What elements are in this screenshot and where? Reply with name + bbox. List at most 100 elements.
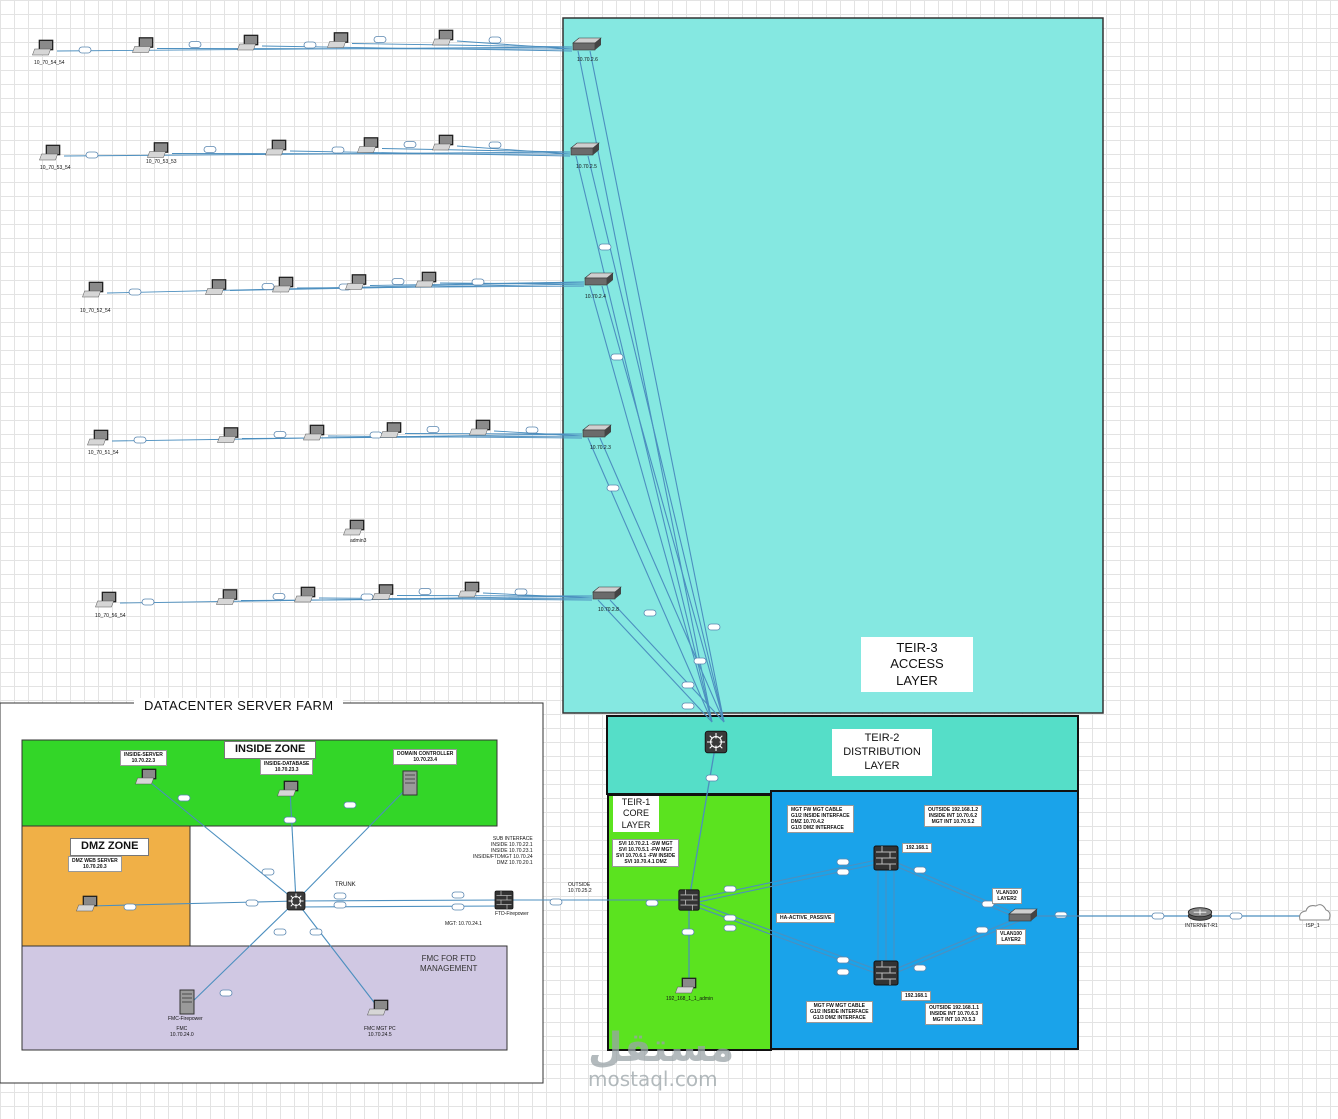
pc-icon[interactable] <box>371 584 394 600</box>
fw1-tr-1: OUTSIDE 192.168.1.2 <box>928 807 979 813</box>
uplink-port-7 <box>681 681 695 689</box>
standalone-pc-icon[interactable] <box>342 519 365 536</box>
pc-icon[interactable] <box>264 139 287 156</box>
dc-port-3 <box>343 801 357 809</box>
core-switch-icon[interactable] <box>678 889 700 911</box>
host-row4-label: 10_70_51_54 <box>88 450 119 456</box>
pc-icon[interactable] <box>379 422 402 438</box>
vlan-label-1: VLAN100 LAYER2 <box>992 888 1022 904</box>
fw-port-4 <box>836 858 850 866</box>
port-host-r3-2 <box>261 283 275 290</box>
dc-port-2 <box>283 816 297 824</box>
pc-icon[interactable] <box>38 144 61 161</box>
dc-link-3 <box>295 784 411 902</box>
access-sw4-ip: 10.70.2.3 <box>590 445 611 451</box>
pc-icon[interactable] <box>31 39 54 56</box>
uplink2-access-sw1 <box>589 50 725 723</box>
fw-port-1 <box>723 885 737 893</box>
dist-core-port <box>705 774 719 782</box>
fw2-br-3: MGT INT 10.70.5.3 <box>932 1017 976 1023</box>
internet-router-icon[interactable] <box>1187 907 1213 921</box>
access-switch-3-icon[interactable] <box>584 272 614 286</box>
pc-icon[interactable] <box>457 581 480 598</box>
fw-link-3 <box>885 857 1023 917</box>
core-info-block: SVI 10.70.2.1 -SW MGT SVI 10.70.5.1 -FW … <box>612 839 680 867</box>
access-switch-5-icon[interactable] <box>592 586 622 600</box>
access-layer-zone <box>562 17 1104 714</box>
port-host-r4-3 <box>369 431 383 439</box>
fw1-top-right-block: OUTSIDE 192.168.1.2 INSIDE INT 10.70.6.2… <box>924 805 983 827</box>
pc-icon[interactable] <box>468 419 491 436</box>
outside-line2: 10.70.25.2 <box>568 888 592 894</box>
dist-core-link <box>688 741 717 901</box>
pc-icon[interactable] <box>81 281 104 298</box>
fmc-server-icon[interactable] <box>179 989 195 1015</box>
inside-db-label: INSIDE-DATABASE 10.70.23.3 <box>260 759 314 775</box>
port-host-r4-2 <box>273 431 287 438</box>
pc-icon[interactable] <box>431 134 454 151</box>
dc-port-4 <box>261 868 275 876</box>
access-switch-2-icon[interactable] <box>570 142 600 156</box>
isp-cloud-icon[interactable] <box>1299 904 1331 921</box>
fw-port-9 <box>913 964 927 972</box>
fw1-tl-1: MGT FW MGT CABLE <box>791 807 843 813</box>
distribution-switch-icon[interactable] <box>704 730 728 754</box>
inside-server-ip: 10.70.22.3 <box>131 758 156 764</box>
pc-icon[interactable] <box>204 279 227 295</box>
pc-icon[interactable] <box>215 589 238 605</box>
tier3-label: TEIR-3 ACCESS LAYER <box>861 637 973 692</box>
uplink-port-1 <box>598 243 612 251</box>
port-host-r5-3 <box>360 593 374 601</box>
firewall-primary-icon[interactable] <box>873 845 899 871</box>
dmz-server-ip: 10.70.20.3 <box>83 864 107 870</box>
inside-db-ip: 10.70.23.3 <box>274 767 299 773</box>
firewall-secondary-icon[interactable] <box>873 960 899 986</box>
layer2-switch-icon[interactable] <box>1008 908 1038 922</box>
ftd-firewall-icon[interactable] <box>494 890 514 910</box>
core-info-1: SVI 10.70.2.1 -SW MGT <box>618 841 673 847</box>
fw-link-1 <box>688 857 887 901</box>
fw1-tl-4: G1/3 DMZ INTERFACE <box>791 825 844 831</box>
port-host-r3-1 <box>128 288 142 296</box>
fw1-tr-3: MGT INT 10.70.5.2 <box>931 819 975 825</box>
pc-icon[interactable] <box>94 591 117 608</box>
vlan2-line1: VLAN100 <box>1000 931 1022 937</box>
access-switch-1-icon[interactable] <box>572 37 602 51</box>
pc-icon[interactable] <box>356 137 379 153</box>
inside-server-name: INSIDE-SERVER <box>124 752 163 758</box>
fw-port-11 <box>975 926 989 934</box>
fmc-zone <box>21 945 508 1051</box>
subif-line3: INSIDE 10.70.23.1 <box>490 848 533 854</box>
access-sw1-ip: 10.70.2.6 <box>577 57 598 63</box>
port-host-r2-1 <box>85 151 99 159</box>
fmc-zone-line2: MANAGEMENT <box>420 964 478 973</box>
fmc-label: FMC 10.70.24.0 <box>170 1026 194 1038</box>
pc-icon[interactable] <box>326 32 349 48</box>
core-info-3: SVI 10.70.6.1 -FW INSIDE <box>616 853 676 859</box>
fw-port-8 <box>913 866 927 874</box>
core-info-4: SVI 10.70.4.1 DMZ <box>624 859 667 865</box>
domain-controller-icon[interactable] <box>402 770 418 796</box>
datacenter-switch-icon[interactable] <box>286 891 306 911</box>
uplink-port-3 <box>606 484 620 492</box>
port-host-r4-5 <box>525 426 539 434</box>
pc-icon[interactable] <box>431 29 454 46</box>
uplink2-access-sw4 <box>599 437 725 723</box>
uplink-port-8 <box>681 702 695 710</box>
fw2-bl-1: MGT FW MGT CABLE <box>813 1003 865 1009</box>
access-switch-4-icon[interactable] <box>582 424 612 438</box>
pc-icon[interactable] <box>216 427 239 443</box>
fw-port-7 <box>836 968 850 976</box>
dc-link-5 <box>188 900 297 1006</box>
fw-link-b-3 <box>885 861 1023 921</box>
pc-icon[interactable] <box>236 34 259 51</box>
port-host-r3-4 <box>391 278 405 285</box>
fw2-br-2: INSIDE INT 10.70.6.3 <box>929 1011 979 1017</box>
dc-port-9 <box>333 892 347 900</box>
core-host-port <box>681 928 695 936</box>
tier3-line3: LAYER <box>896 672 938 688</box>
internet-port-1 <box>1151 912 1165 920</box>
fw2-bottom-right-block: OUTSIDE 192.168.1.1 INSIDE INT 10.70.6.3… <box>925 1003 984 1025</box>
pc-icon[interactable] <box>86 429 109 446</box>
